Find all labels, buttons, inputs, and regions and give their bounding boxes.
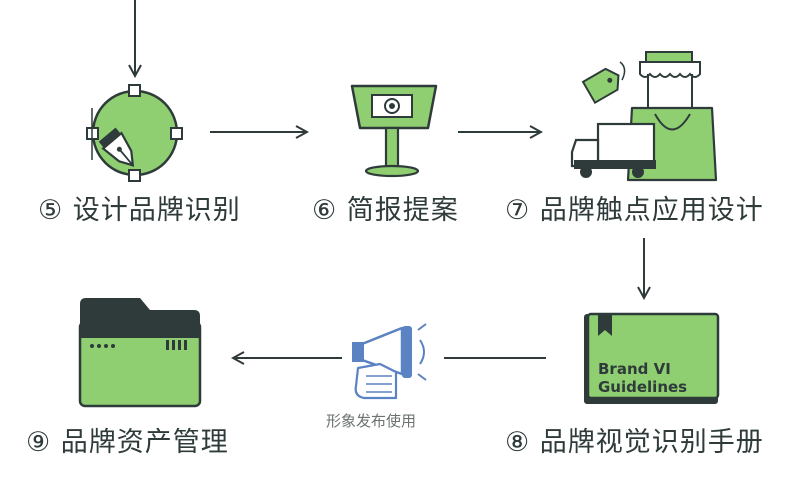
step-8-label: ⑧ 品牌视觉识别手册 (505, 427, 764, 458)
publish-usage-label: 形象发布使用 (326, 412, 417, 430)
megaphone-icon (352, 323, 427, 400)
step-9-label: ⑨ 品牌资产管理 (26, 427, 229, 458)
step-6-label: ⑥ 简报提案 (312, 195, 459, 226)
folder-icon (78, 298, 202, 408)
step-5-label: ⑤ 设计品牌识别 (38, 195, 241, 226)
manual-title-line1: Brand VI (598, 360, 671, 378)
presentation-stand-icon (350, 84, 438, 178)
brand-touchpoints-icon (570, 51, 718, 182)
guidelines-book-icon: Brand VI Guidelines (584, 312, 720, 404)
manual-title-line2: Guidelines (598, 378, 687, 396)
vector-design-icon (86, 84, 183, 182)
step-7-label: ⑦ 品牌触点应用设计 (505, 195, 764, 226)
